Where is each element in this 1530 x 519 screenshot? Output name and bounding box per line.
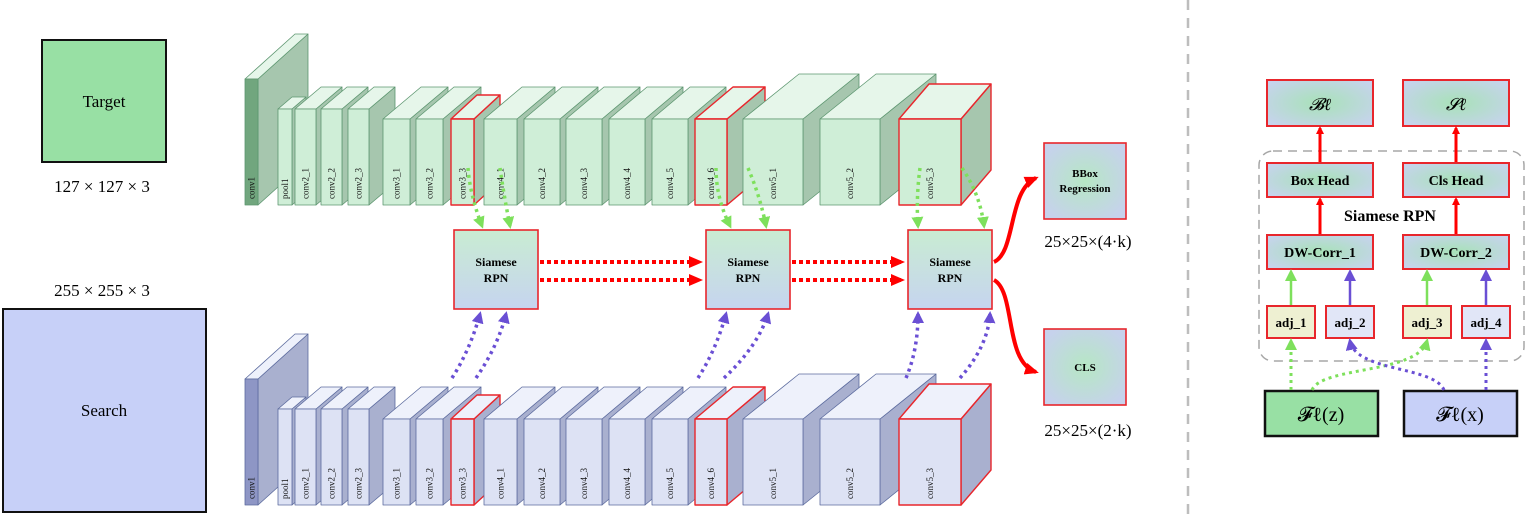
template-layer-label: conv3_1 (392, 168, 402, 199)
search-layer-label: conv3_2 (425, 468, 435, 499)
cls-output-size: 25×25×(2·k) (1044, 421, 1131, 440)
search-input-box (2, 308, 207, 513)
feature-to-adj-arrows (1285, 338, 1492, 391)
bbox-output-feature (1266, 79, 1374, 127)
search-layer-conv5-3: conv5_3 (898, 383, 992, 506)
rpn-detail-panel: 𝓑ℓ 𝓢ℓ Box Head Cls Head Siamese RPN DW-C… (1258, 79, 1525, 438)
template-layer-label: pool1 (280, 178, 290, 199)
bbox-label-line2: Regression (1059, 183, 1110, 195)
cls-head-label: Cls Head (1429, 174, 1484, 189)
target-input-label: Target (83, 92, 126, 111)
template-layer-label: conv2_3 (354, 168, 364, 199)
template-layer-label: conv2_2 (327, 168, 337, 199)
adj-3 (1402, 305, 1452, 339)
template-layer-label: conv4_4 (622, 168, 632, 199)
rpn-3-label-line1: Siamese (929, 255, 971, 269)
siamese-rpn-block-3: Siamese RPN (907, 229, 993, 310)
search-layer-label: conv4_3 (579, 468, 589, 499)
search-layer-label: conv4_1 (496, 468, 506, 499)
template-layer-label: conv5_2 (845, 168, 855, 199)
dw-corr-2-label: DW-Corr_2 (1420, 246, 1492, 261)
rpn-3-label-line2: RPN (938, 271, 963, 285)
template-layer-label: conv4_1 (496, 168, 506, 199)
template-layer-label: conv2_1 (301, 168, 311, 199)
template-layer-conv5-3: conv5_3 (898, 83, 992, 206)
dw-corr-1 (1266, 234, 1374, 270)
dw-corr-1-label: DW-Corr_1 (1284, 246, 1356, 261)
search-layer-label: conv2_3 (354, 468, 364, 499)
rpn-2-label-line2: RPN (736, 271, 761, 285)
bbox-output-size: 25×25×(4·k) (1044, 232, 1131, 251)
bbox-regression-output: BBox Regression (1043, 142, 1127, 220)
target-input-size: 127 × 127 × 3 (54, 177, 150, 196)
search-layer-label: conv2_1 (301, 468, 311, 499)
cls-output: CLS (1043, 328, 1127, 406)
search-layer-label: conv3_1 (392, 468, 402, 499)
search-backbone: conv1 pool1 conv2_1 conv2_2 conv2_3 conv3_1 co… (244, 333, 992, 506)
template-feature-arrows (466, 167, 989, 229)
dw-corr-2 (1402, 234, 1510, 270)
adj-2-label: adj_2 (1334, 315, 1365, 330)
rpn-1-label-line1: Siamese (475, 255, 517, 269)
search-layer-label: conv1 (247, 477, 257, 499)
cls-output-feature (1402, 79, 1510, 127)
feature-x-box (1402, 389, 1519, 438)
adj-3-label: adj_3 (1411, 315, 1443, 330)
template-backbone: conv1 pool1 conv2_1 conv2_2 conv2_3 conv3_1 co… (244, 33, 992, 206)
output-arrows (992, 176, 1039, 375)
cls-label: CLS (1074, 362, 1095, 374)
search-layer-label: conv5_1 (768, 468, 778, 499)
box-head-label: Box Head (1291, 174, 1350, 189)
search-layer-label: conv4_5 (665, 468, 675, 499)
search-layer-label: conv5_2 (845, 468, 855, 499)
adj-4-label: adj_4 (1470, 315, 1502, 330)
cls-head (1402, 162, 1510, 198)
rpn-chain-arrows (540, 256, 905, 286)
rpn-detail-red-arrows (1316, 126, 1460, 234)
cls-output-symbol: 𝓢ℓ (1446, 95, 1466, 114)
bbox-output-symbol: 𝓑ℓ (1309, 95, 1331, 114)
adj-4 (1461, 305, 1511, 339)
search-layer-label: conv2_2 (327, 468, 337, 499)
siamese-rpn-block-1: Siamese RPN (453, 229, 539, 310)
target-input-box (41, 39, 167, 163)
rpn-2-label-line1: Siamese (727, 255, 769, 269)
template-layer-label: conv4_3 (579, 168, 589, 199)
search-layer-label: conv4_6 (706, 468, 716, 499)
bbox-label-line1: BBox (1072, 168, 1098, 180)
search-layer-label: conv3_3 (458, 468, 468, 499)
rpn-1-label-line2: RPN (484, 271, 509, 285)
search-layer-label: conv5_3 (925, 468, 935, 499)
adj-2 (1325, 305, 1375, 339)
template-layer-label: conv1 (247, 177, 257, 199)
feature-x-label: 𝓕ℓ(x) (1436, 404, 1484, 426)
template-layer-label: conv5_1 (768, 168, 778, 199)
feature-z-box (1263, 389, 1380, 438)
rpn-detail-frame (1258, 150, 1525, 362)
feature-z-label: 𝓕ℓ(z) (1298, 404, 1345, 426)
template-layer-label: conv5_3 (925, 168, 935, 199)
template-layer-label: conv3_2 (425, 168, 435, 199)
search-input-label: Search (81, 401, 128, 420)
search-input-size: 255 × 255 × 3 (54, 281, 150, 300)
template-layer-label: conv4_6 (706, 168, 716, 199)
template-layer-label: conv3_3 (458, 168, 468, 199)
search-layer-label: conv4_4 (622, 468, 632, 499)
adj-1-label: adj_1 (1275, 315, 1306, 330)
search-layer-label: conv4_2 (537, 468, 547, 499)
template-layer-label: conv4_5 (665, 168, 675, 199)
search-layer-label: pool1 (280, 478, 290, 499)
search-feature-arrows (450, 311, 996, 380)
siamese-rpn-block-2: Siamese RPN (705, 229, 791, 310)
template-layer-label: conv4_2 (537, 168, 547, 199)
rpn-detail-title: Siamese RPN (1344, 208, 1436, 225)
